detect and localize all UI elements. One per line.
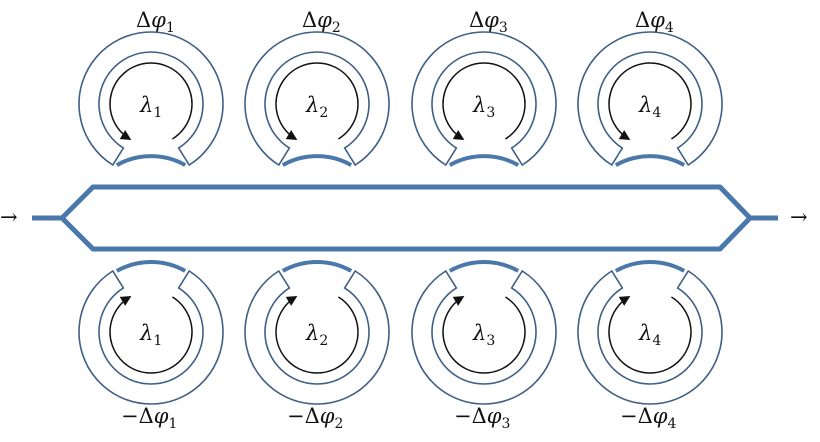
circulation-arrow	[608, 295, 692, 374]
circulation-arrow	[275, 62, 359, 141]
coupling-section	[614, 154, 686, 167]
ring-resonator	[78, 31, 224, 167]
phase-shift-label: Δφ2	[302, 8, 341, 36]
phase-shift-label: −Δφ4	[620, 404, 676, 432]
ring-resonator	[411, 269, 557, 405]
coupling-section	[448, 260, 520, 273]
ring-bottom-2: λ2 −Δφ2	[244, 260, 390, 432]
coupling-section	[115, 154, 187, 167]
ring-resonator	[244, 31, 390, 167]
bus-waveguide	[32, 184, 778, 252]
ring-resonator	[244, 269, 390, 405]
circulation-arrow	[275, 295, 359, 374]
ring-resonator	[577, 31, 723, 167]
circulation-arrow	[442, 62, 526, 141]
bottom-ring-row: λ1 −Δφ1 λ2 −Δφ2 λ3 −Δφ3 λ4 −Δφ4	[78, 260, 723, 432]
ring-bottom-1: λ1 −Δφ1	[78, 260, 224, 432]
circulation-arrow	[608, 62, 692, 141]
phase-shift-label: Δφ3	[469, 8, 508, 36]
wavelength-label: λ3	[472, 321, 495, 349]
wavelength-label: λ2	[305, 93, 328, 121]
coupling-section	[448, 154, 520, 167]
ring-bottom-4: λ4 −Δφ4	[577, 260, 723, 432]
wavelength-label: λ3	[472, 93, 495, 121]
ring-top-4: λ4 Δφ4	[577, 8, 723, 167]
ring-top-1: λ1 Δφ1	[78, 8, 224, 167]
wavelength-label: λ4	[638, 93, 661, 121]
wavelength-label: λ1	[139, 93, 162, 121]
top-ring-row: λ1 Δφ1 λ2 Δφ2 λ3 Δφ3 λ4 Δφ4	[78, 8, 723, 167]
output-arrow: →	[790, 205, 808, 229]
input-arrow: →	[0, 205, 18, 229]
ring-resonator	[78, 269, 224, 405]
ring-top-2: λ2 Δφ2	[244, 8, 390, 167]
phase-shift-label: −Δφ2	[287, 404, 343, 432]
phase-shift-label: −Δφ3	[454, 404, 510, 432]
phase-shift-label: Δφ1	[136, 8, 175, 36]
coupling-section	[281, 260, 353, 273]
circulation-arrow	[109, 295, 193, 374]
ring-bottom-3: λ3 −Δφ3	[411, 260, 557, 432]
coupling-section	[281, 154, 353, 167]
wavelength-label: λ4	[638, 321, 661, 349]
coupling-section	[614, 260, 686, 273]
ring-resonator	[577, 269, 723, 405]
circulation-arrow	[109, 62, 193, 141]
coupling-section	[115, 260, 187, 273]
phase-shift-label: Δφ4	[635, 8, 674, 36]
ring-resonator	[411, 31, 557, 167]
circulation-arrow	[442, 295, 526, 374]
wavelength-label: λ2	[305, 321, 328, 349]
phase-shift-label: −Δφ1	[121, 404, 177, 432]
ring-top-3: λ3 Δφ3	[411, 8, 557, 167]
wavelength-label: λ1	[139, 321, 162, 349]
